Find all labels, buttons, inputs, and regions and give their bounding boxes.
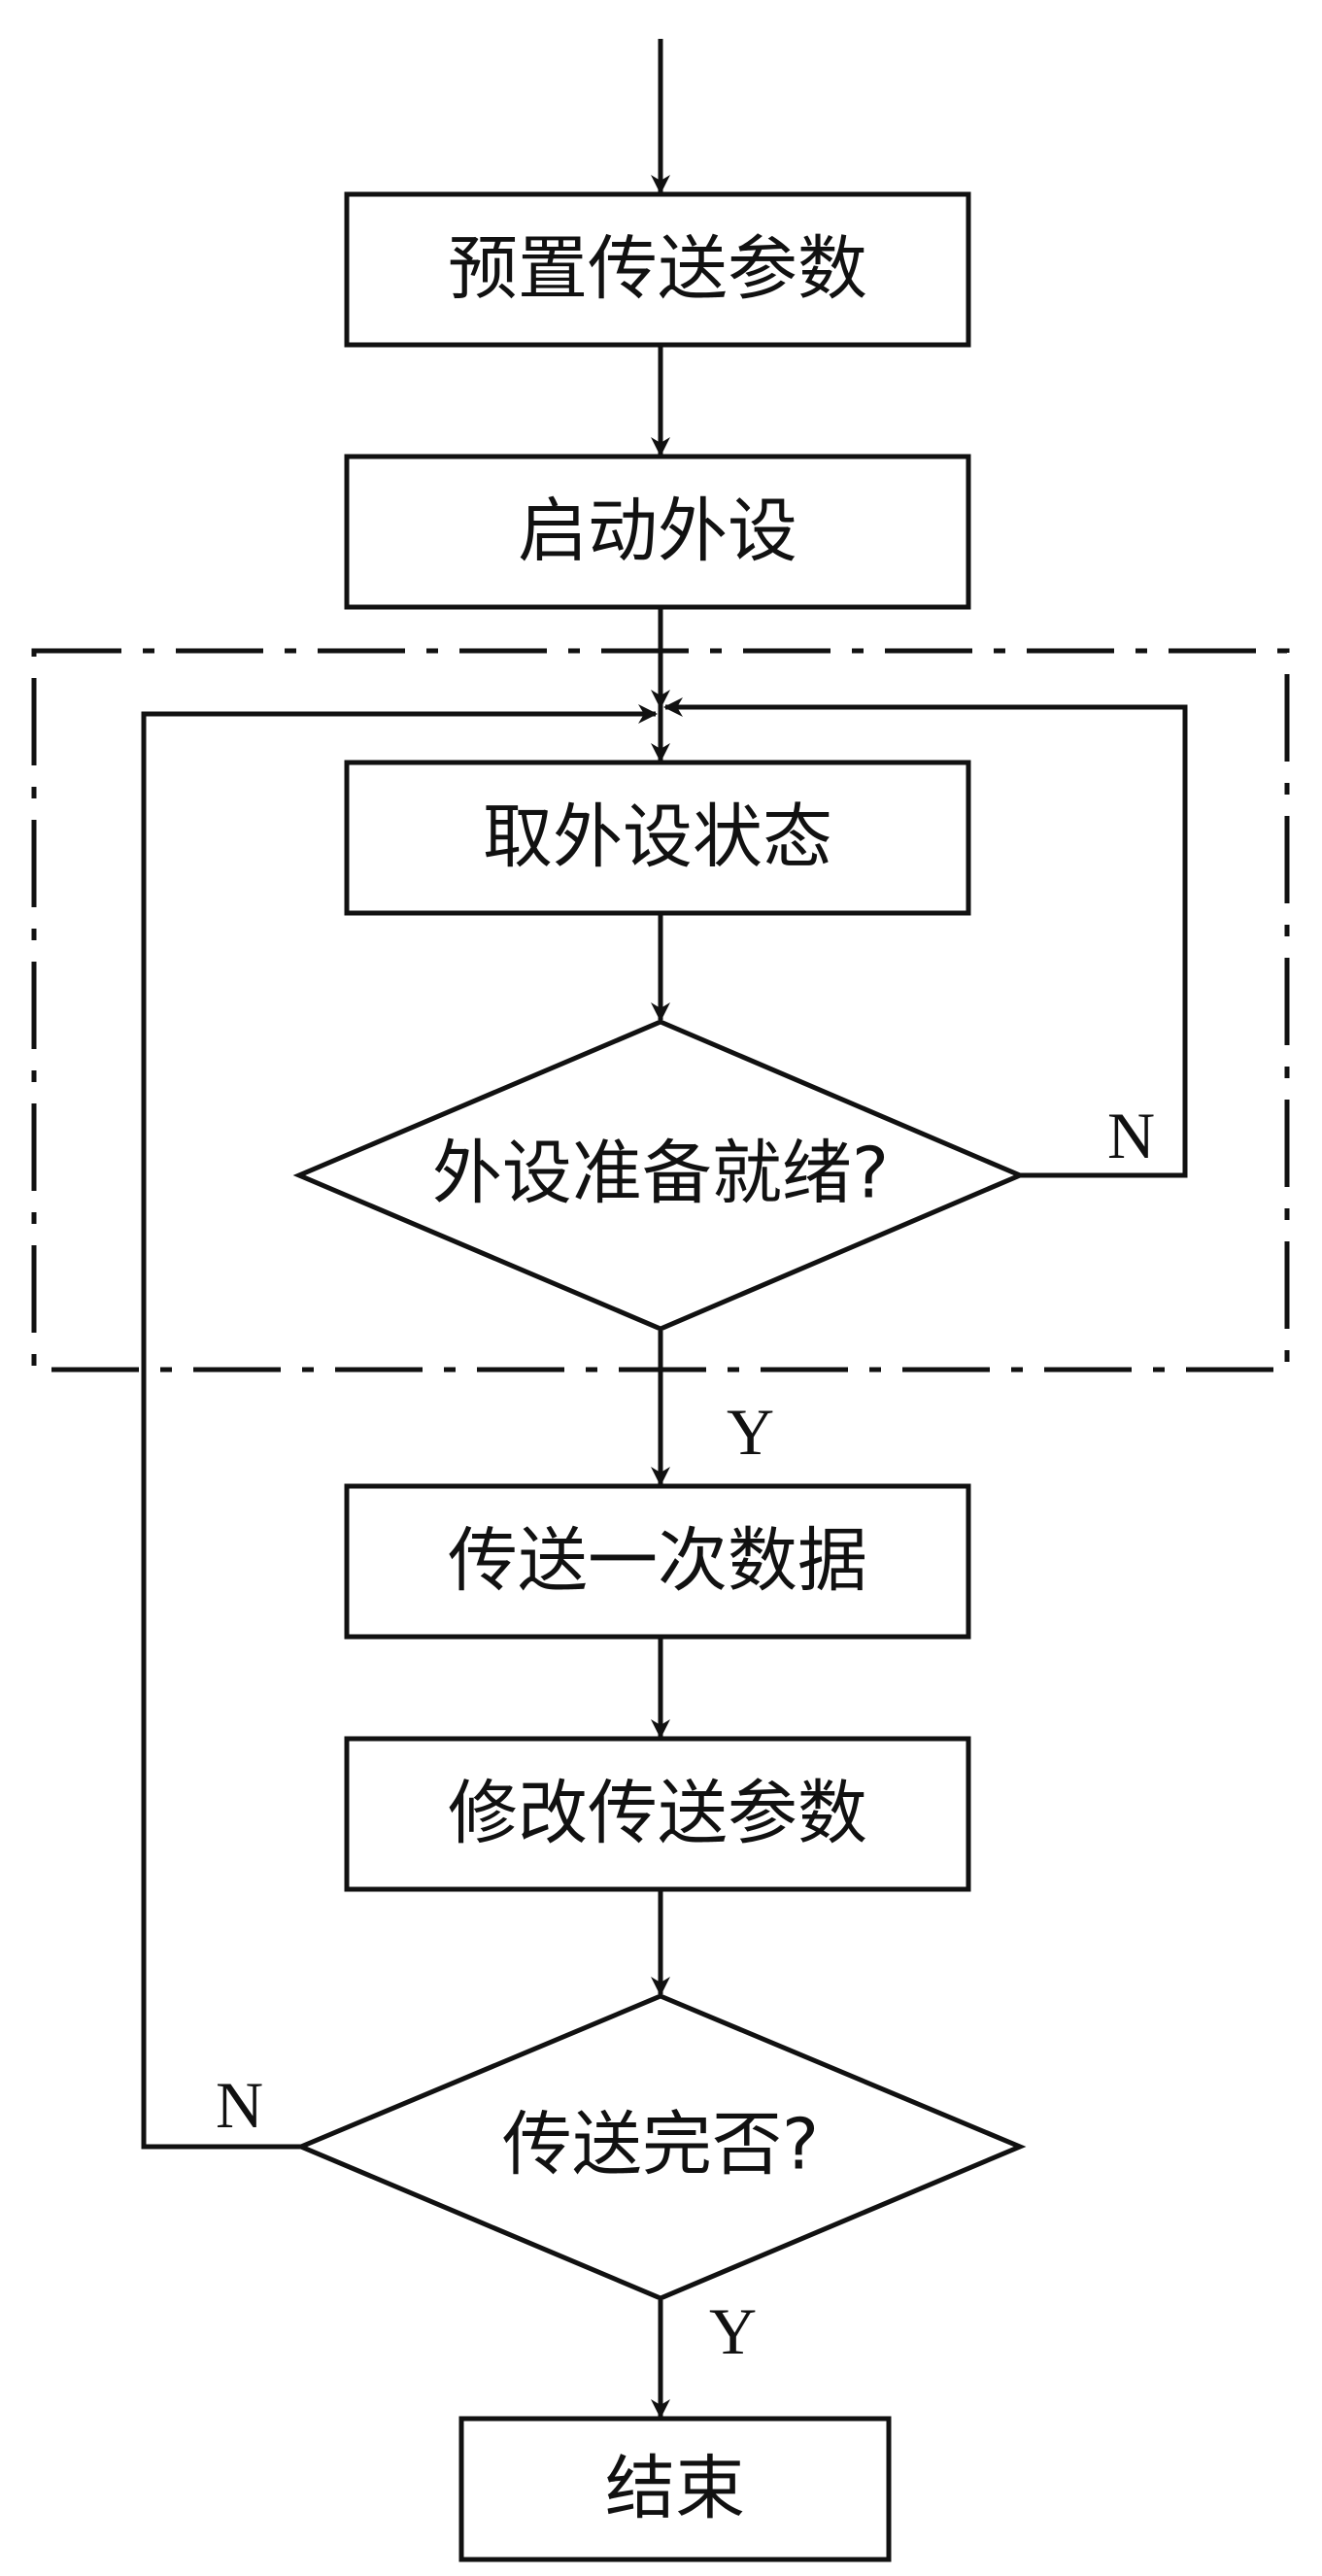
decision-transfer-done-label: 传送完否? xyxy=(502,2104,819,2186)
node-modify-params xyxy=(344,1736,971,1892)
node-end xyxy=(458,2416,892,2562)
node-start-device-label: 启动外设 xyxy=(518,491,797,572)
node-start-device xyxy=(344,454,971,610)
node-transfer-once-label: 传送一次数据 xyxy=(448,1520,867,1602)
node-get-device-status-label: 取外设状态 xyxy=(483,797,832,878)
done-no-loop-arrow xyxy=(141,704,658,2150)
node-preset-params xyxy=(344,191,971,348)
node-preset-params-label: 预置传送参数 xyxy=(448,228,867,310)
decision-transfer-done xyxy=(294,1993,1027,2301)
ready-no-loop-arrow xyxy=(663,697,1188,1178)
label-ready-yes: Y xyxy=(727,1395,774,1469)
decision-device-ready-label: 外设准备就绪? xyxy=(432,1133,889,1214)
node-get-device-status xyxy=(344,760,971,916)
label-ready-no: N xyxy=(1107,1099,1155,1172)
node-transfer-once xyxy=(344,1483,971,1640)
node-modify-params-label: 修改传送参数 xyxy=(448,1773,867,1854)
label-done-no: N xyxy=(216,2068,263,2142)
decision-device-ready xyxy=(292,1019,1027,1332)
node-end-label: 结束 xyxy=(605,2448,745,2529)
label-done-yes: Y xyxy=(709,2294,757,2368)
